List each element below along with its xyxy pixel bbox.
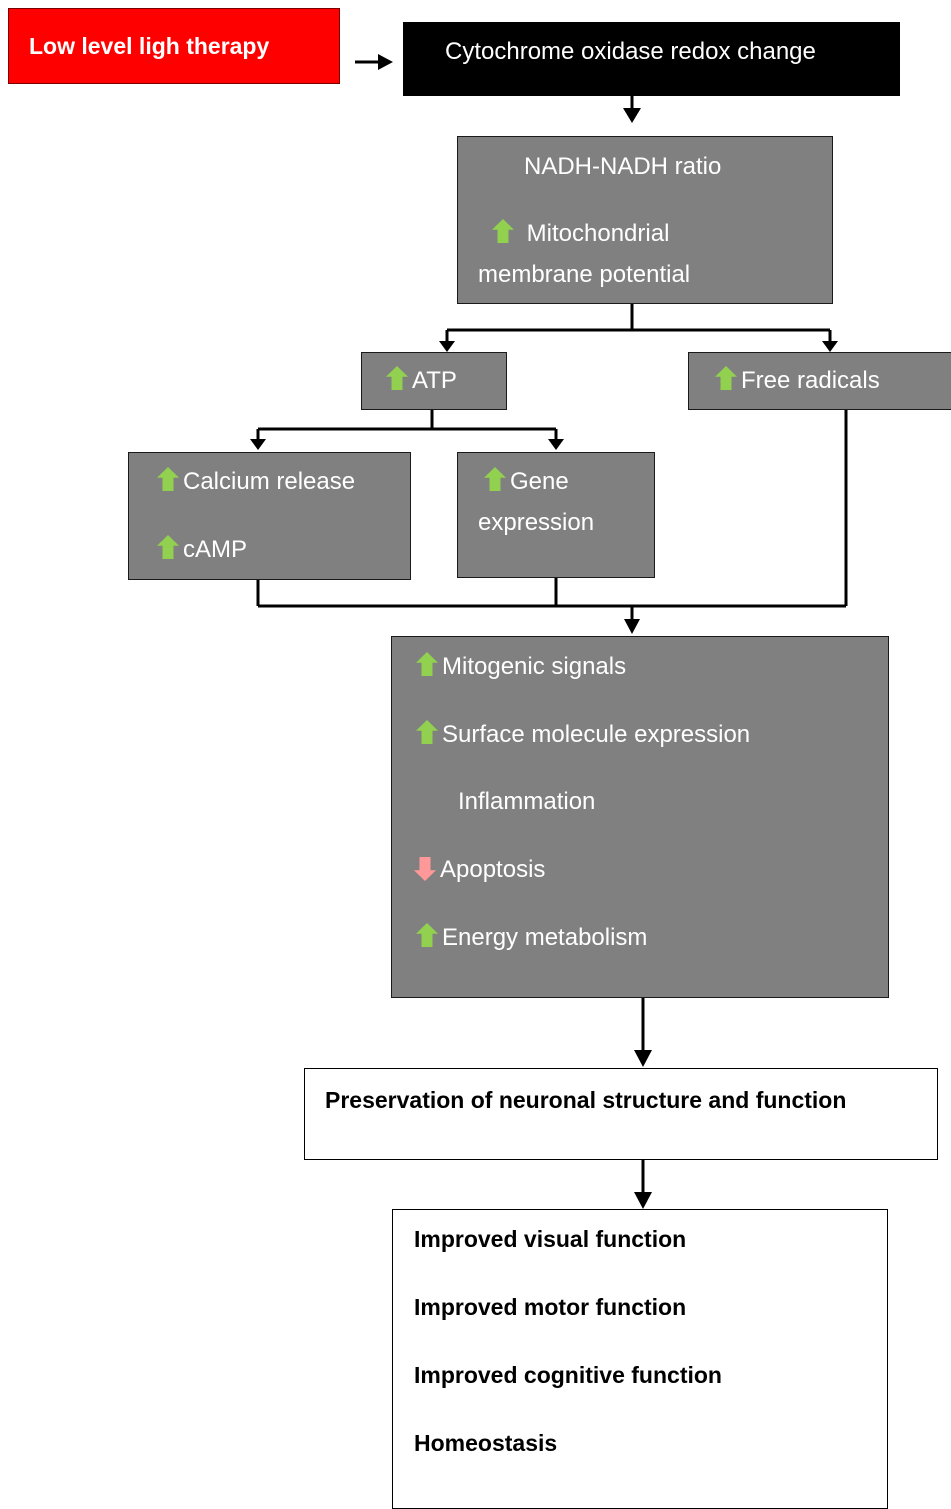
- redox-label: Cytochrome oxidase redox change: [445, 38, 816, 65]
- gene-label-line2: expression: [478, 509, 595, 536]
- arrowhead-down: [623, 108, 641, 123]
- membrane-label-line1: Mitochondrial: [526, 220, 670, 247]
- arrowhead-down: [634, 1192, 652, 1209]
- up-arrow-icon: [157, 535, 179, 559]
- mitogenic-label: Mitogenic signals: [442, 653, 627, 680]
- gene-expression-box: Gene expression: [457, 452, 655, 578]
- apoptosis-label: Apoptosis: [440, 856, 546, 883]
- up-arrow-icon: [715, 366, 737, 390]
- free-radicals-label: Free radicals: [741, 367, 880, 394]
- redox-box: Cytochrome oxidase redox change: [403, 22, 900, 96]
- calcium-label: Calcium release: [183, 468, 356, 495]
- up-arrow-icon: [484, 467, 506, 491]
- homeostasis-label: Homeostasis: [414, 1430, 558, 1456]
- arrowhead-down: [439, 341, 455, 352]
- outcomes-box: Improved visual function Improved motor …: [392, 1209, 888, 1509]
- cognitive-function-label: Improved cognitive function: [414, 1362, 722, 1388]
- therapy-box: Low level ligh therapy: [8, 8, 340, 84]
- up-arrow-icon: [416, 652, 438, 676]
- free-radicals-box: Free radicals: [688, 352, 951, 410]
- arrowhead-right: [378, 54, 393, 70]
- gene-label-line1: Gene: [510, 468, 569, 495]
- visual-function-label: Improved visual function: [414, 1226, 687, 1252]
- camp-label: cAMP: [183, 536, 248, 563]
- atp-box: ATP: [361, 352, 507, 410]
- up-arrow-icon: [157, 467, 179, 491]
- membrane-label-line2: membrane potential: [478, 261, 691, 288]
- up-arrow-icon: [416, 720, 438, 744]
- preservation-label: Preservation of neuronal structure and f…: [325, 1087, 847, 1113]
- surface-label: Surface molecule expression: [442, 721, 751, 748]
- calcium-camp-box: Calcium release cAMP: [128, 452, 411, 580]
- up-arrow-icon: [416, 923, 438, 947]
- inflammation-label: Inflammation: [458, 788, 596, 815]
- nadh-ratio-label: NADH-NADH ratio: [524, 153, 722, 180]
- energy-label: Energy metabolism: [442, 924, 648, 951]
- cellular-effects-box: Mitogenic signals Surface molecule expre…: [391, 636, 889, 998]
- mitochondria-box: NADH-NADH ratio Mitochondrial membrane p…: [457, 136, 833, 304]
- atp-label: ATP: [412, 367, 457, 394]
- arrowhead-down: [822, 341, 838, 352]
- arrowhead-down: [624, 619, 640, 634]
- arrowhead-down: [250, 439, 266, 450]
- down-arrow-icon: [414, 857, 436, 881]
- therapy-label: Low level ligh therapy: [29, 33, 270, 59]
- preservation-box: Preservation of neuronal structure and f…: [304, 1068, 938, 1160]
- arrowhead-down: [548, 439, 564, 450]
- arrowhead-down: [634, 1050, 652, 1067]
- up-arrow-icon: [492, 219, 514, 243]
- up-arrow-icon: [386, 366, 408, 390]
- motor-function-label: Improved motor function: [414, 1294, 687, 1320]
